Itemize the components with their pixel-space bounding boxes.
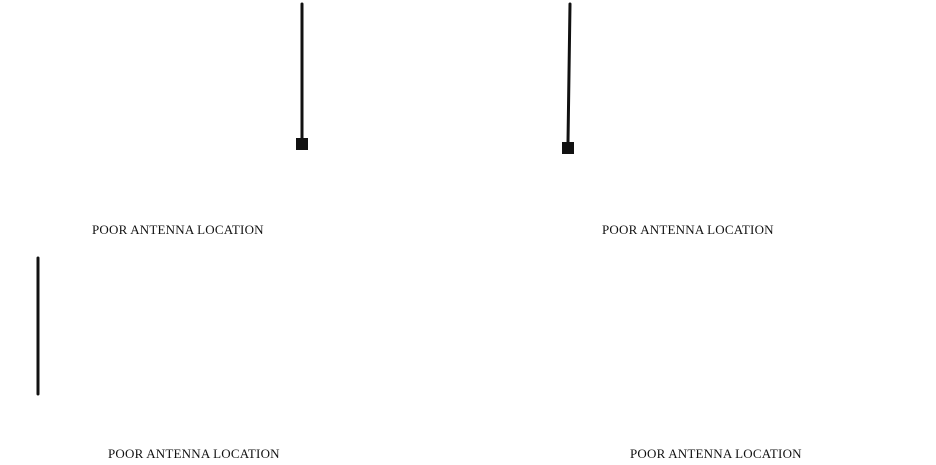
van-drawing-4 xyxy=(540,234,936,465)
caption: POOR ANTENNA LOCATION xyxy=(630,446,802,462)
van-drawing-3 xyxy=(28,234,496,465)
caption: POOR ANTENNA LOCATION xyxy=(108,446,280,462)
antenna xyxy=(296,4,308,150)
van-drawing-2 xyxy=(522,0,936,231)
panel-3: POOR ANTENNA LOCATION xyxy=(28,234,496,465)
antenna xyxy=(562,4,574,154)
panel-1: POOR ANTENNA LOCATION xyxy=(10,0,478,231)
van-drawing-1 xyxy=(10,0,478,231)
panel-2: POOR ANTENNA LOCATION xyxy=(522,0,936,231)
panel-4: POOR ANTENNA LOCATION xyxy=(540,234,936,465)
